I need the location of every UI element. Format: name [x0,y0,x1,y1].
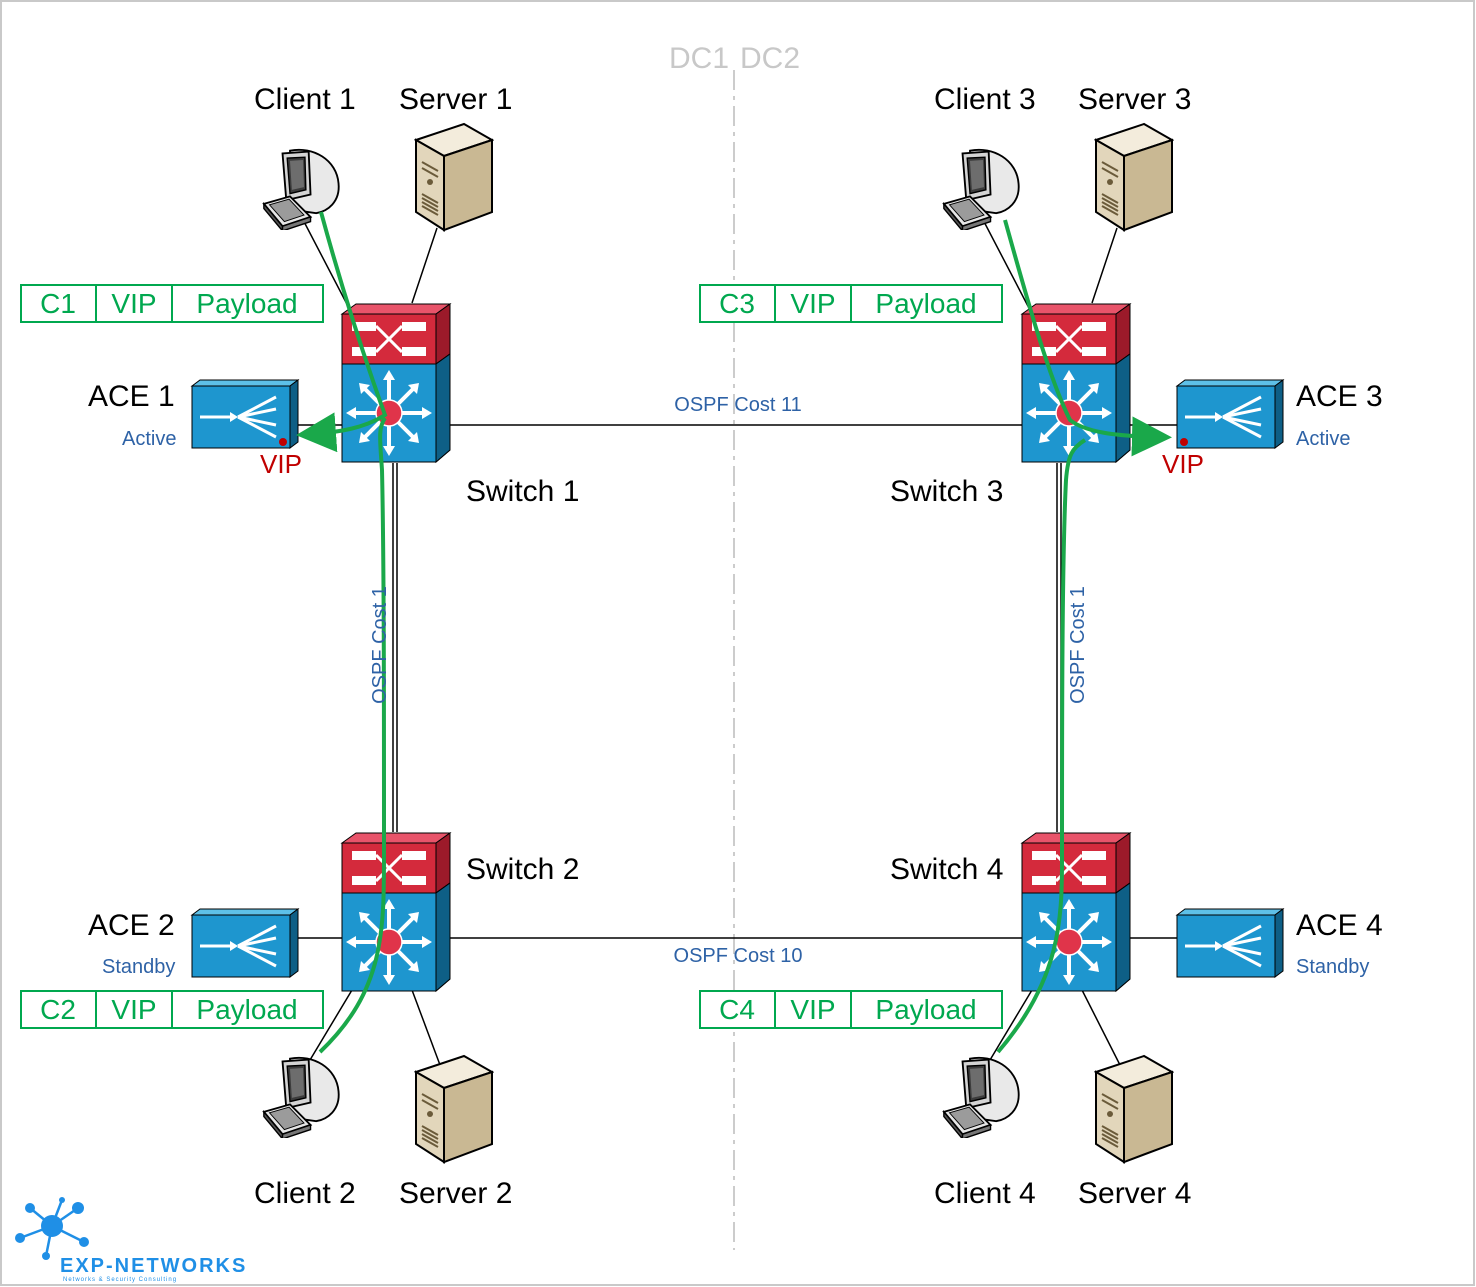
dc2-label: DC2 [740,42,800,75]
switch-2-icon [340,831,452,993]
packet-c3-dst: VIP [790,288,835,319]
link-server3-switch3 [1091,227,1118,304]
link-switch2-server2 [411,989,441,1066]
vip-label-ace3: VIP [1162,449,1204,479]
network-nodes-icon [15,1197,89,1260]
server-4-icon [1095,1055,1173,1163]
flow-client3-to-ace3 [1003,219,1172,457]
switch-3-label: Switch 3 [890,475,1003,508]
packet-c1-src: C1 [40,288,76,319]
packet-box-c3: C3 VIP Payload [699,284,1003,323]
server-2-label: Server 2 [399,1177,512,1210]
ospf-label-bottom: OSPF Cost 10 [674,945,803,967]
vip-dot-ace3 [1180,438,1188,446]
packet-c2-dst: VIP [111,994,156,1025]
ace-1-icon [190,378,300,450]
client-4-label: Client 4 [934,1177,1036,1210]
vip-dot-ace1 [279,438,287,446]
ace-3-label: ACE 3 [1296,380,1383,413]
packet-c1-payload: Payload [196,288,297,319]
client-2-label: Client 2 [254,1177,356,1210]
ace-3-icon [1175,378,1285,450]
client-4-icon [942,1056,1020,1138]
switch-4-label: Switch 4 [890,853,1003,886]
client-3-label: Client 3 [934,83,1036,116]
switch-3-icon [1020,302,1132,464]
ospf-label-right: OSPF Cost 1 [1067,586,1089,704]
link-switch4-server4 [1081,989,1121,1066]
client-2-icon [262,1056,340,1138]
logo-tagline: Networks & Security Consulting [63,1277,177,1283]
vip-label-ace1: VIP [260,449,302,479]
packet-box-c4: C4 VIP Payload [699,990,1003,1029]
packet-box-c1: C1 VIP Payload [20,284,324,323]
switch-1-icon [340,302,452,464]
exp-networks-logo: EXP-NETWORKS Networks & Security Consult… [15,1197,247,1283]
server-3-label: Server 3 [1078,83,1191,116]
ospf-label-top: OSPF Cost 11 [674,394,801,416]
packet-c2-src: C2 [40,994,76,1025]
switch-2-label: Switch 2 [466,853,579,886]
server-1-icon [415,123,493,231]
ace-1-state: Active [122,428,176,450]
link-switch4-client4 [989,989,1033,1061]
flow-client2-to-ace1 [318,416,387,1054]
packet-c4-payload: Payload [875,994,976,1025]
flow-client1-to-ace1 [296,211,388,453]
client-1-icon [262,148,340,230]
client-3-icon [942,148,1020,230]
traffic-flows [296,211,1172,1054]
packet-box-c2: C2 VIP Payload [20,990,324,1029]
ace-2-icon [190,907,300,979]
server-4-label: Server 4 [1078,1177,1191,1210]
ospf-label-left: OSPF Cost 1 [369,586,391,704]
server-1-label: Server 1 [399,83,512,116]
flow-client4-to-ace3 [996,438,1087,1054]
packet-c3-src: C3 [719,288,755,319]
server-3-icon [1095,123,1173,231]
packet-c4-dst: VIP [790,994,835,1025]
link-client3-switch3 [979,213,1031,311]
ace-2-label: ACE 2 [88,909,175,942]
link-switch2-client2 [309,989,353,1061]
ace-3-state: Active [1296,428,1350,450]
dc1-label: DC1 [669,42,729,75]
link-server1-switch1 [411,227,438,304]
ace-2-state: Standby [102,956,175,978]
packet-c1-dst: VIP [111,288,156,319]
ace-4-state: Standby [1296,956,1369,978]
client-1-label: Client 1 [254,83,356,116]
packet-c2-payload: Payload [196,994,297,1025]
network-links [298,213,1177,1066]
logo-name: EXP-NETWORKS [60,1255,247,1277]
ace-4-label: ACE 4 [1296,909,1383,942]
switch-1-label: Switch 1 [466,475,579,508]
switch-4-icon [1020,831,1132,993]
packet-c4-src: C4 [719,994,755,1025]
ace-4-icon [1175,907,1285,979]
ace-1-label: ACE 1 [88,380,175,413]
packet-c3-payload: Payload [875,288,976,319]
link-client1-switch1 [299,213,351,311]
server-2-icon [415,1055,493,1163]
